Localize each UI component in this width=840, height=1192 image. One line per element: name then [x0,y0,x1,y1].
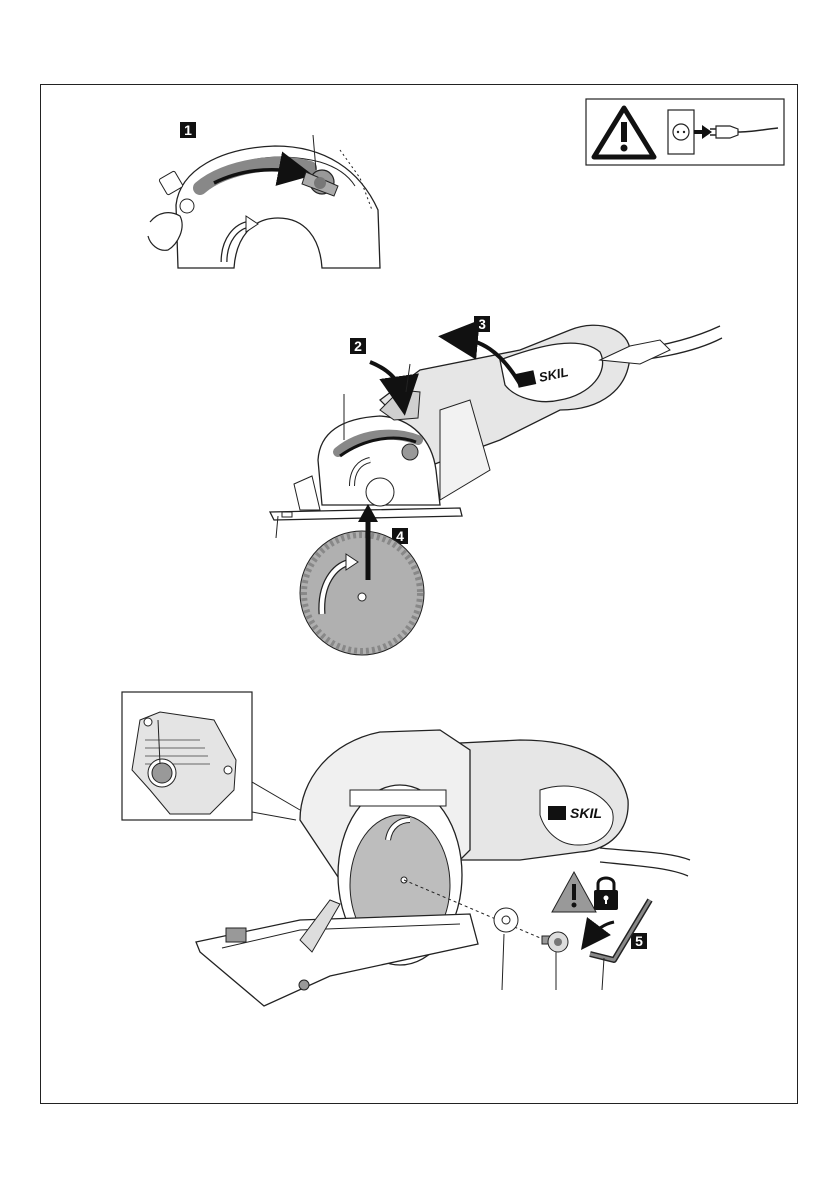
flange-washer [494,908,518,932]
figure-234-saw-side: SKIL [270,325,722,538]
saw-blade [300,504,424,655]
warning-triangle-icon-small [552,872,596,912]
figure-1-guard [148,135,380,268]
warning-unplug-box [586,99,784,165]
figure-5-inset [122,692,300,820]
brand-logo-bottom: SKIL [570,805,602,821]
padlock-icon [594,878,618,910]
blade-bolt [542,932,568,952]
figure-5-saw-main: SKIL [196,730,690,1006]
